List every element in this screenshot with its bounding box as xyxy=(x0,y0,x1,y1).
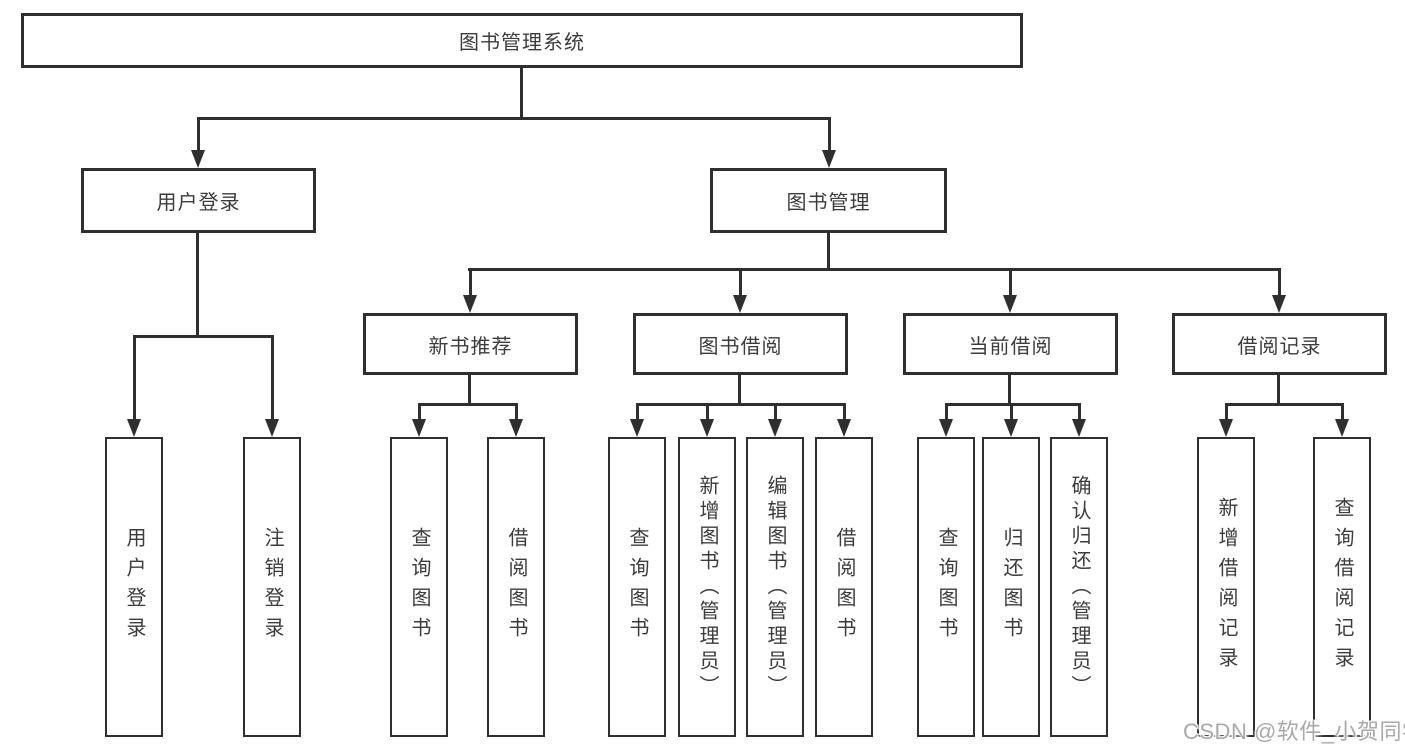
connector-line xyxy=(196,233,199,337)
connector-line xyxy=(636,403,846,406)
arrow-down-icon xyxy=(1219,419,1233,437)
arrow-down-icon xyxy=(822,150,836,168)
arrow-down-icon xyxy=(509,419,523,437)
arrow-down-icon xyxy=(1272,295,1286,313)
arrow-down-icon xyxy=(127,419,141,437)
arrow-down-icon xyxy=(630,419,644,437)
connector-line xyxy=(739,268,742,297)
connector-line xyxy=(843,403,846,421)
connector-line xyxy=(706,403,709,421)
connector-line xyxy=(418,403,518,406)
connector-line xyxy=(636,403,639,421)
node-borrowing-records-label: 借阅记录 xyxy=(1237,335,1322,358)
connector-line xyxy=(1341,403,1344,421)
leaf-query-books-borrowing: 查询图书 xyxy=(608,437,666,737)
arrow-down-icon xyxy=(837,419,851,437)
node-book-borrowing: 图书借阅 xyxy=(633,313,848,375)
node-book-borrowing-label: 图书借阅 xyxy=(698,335,783,358)
connector-line xyxy=(418,403,421,421)
leaf-logout: 注销登录 xyxy=(243,437,301,737)
arrow-down-icon xyxy=(265,419,279,437)
node-book-management: 图书管理 xyxy=(710,168,947,233)
connector-line xyxy=(468,375,471,405)
leaf-user-login: 用户登录 xyxy=(105,437,163,737)
leaf-return-books: 归还图书 xyxy=(982,437,1040,737)
leaf-query-borrow-record: 查询借阅记录 xyxy=(1313,437,1371,737)
node-user-login-label: 用户登录 xyxy=(156,192,241,214)
leaf-confirm-return-admin: 确认归还（管理员） xyxy=(1050,437,1108,737)
node-new-book-recommend: 新书推荐 xyxy=(363,313,578,375)
arrow-down-icon xyxy=(1003,295,1017,313)
connector-line xyxy=(271,335,274,421)
connector-line xyxy=(828,118,831,152)
node-user-login: 用户登录 xyxy=(81,168,316,233)
connector-line xyxy=(1225,403,1228,421)
leaf-add-book-admin: 新增图书（管理员） xyxy=(678,437,736,737)
connector-line xyxy=(197,118,200,152)
leaf-borrow-books-recommend: 借阅图书 xyxy=(487,437,545,737)
leaf-borrow-books-borrowing: 借阅图书 xyxy=(815,437,873,737)
leaf-query-books-current: 查询图书 xyxy=(917,437,975,737)
arrow-down-icon xyxy=(1004,419,1018,437)
node-book-management-label: 图书管理 xyxy=(786,192,871,214)
connector-line xyxy=(1277,375,1280,405)
arrow-down-icon xyxy=(463,295,477,313)
node-new-book-recommend-label: 新书推荐 xyxy=(428,335,513,358)
leaf-edit-book-admin: 编辑图书（管理员） xyxy=(746,437,804,737)
csdn-watermark: CSDN @软件_小贺同学 xyxy=(1183,719,1405,744)
arrow-down-icon xyxy=(768,419,782,437)
connector-line xyxy=(520,68,523,118)
node-root-label: 图书管理系统 xyxy=(459,32,585,54)
node-current-borrowing-label: 当前借阅 xyxy=(968,335,1053,358)
connector-line xyxy=(468,268,1281,271)
connector-line xyxy=(1010,403,1013,421)
connector-line xyxy=(197,117,831,120)
connector-line xyxy=(469,268,472,297)
connector-line xyxy=(1078,403,1081,421)
arrow-down-icon xyxy=(191,150,205,168)
leaf-add-borrow-record: 新增借阅记录 xyxy=(1197,437,1255,737)
connector-line xyxy=(1225,403,1344,406)
connector-line xyxy=(774,403,777,421)
connector-line xyxy=(827,233,830,270)
connector-line xyxy=(515,403,518,421)
arrow-down-icon xyxy=(1335,419,1349,437)
connector-line xyxy=(133,335,274,338)
arrow-down-icon xyxy=(412,419,426,437)
arrow-down-icon xyxy=(733,295,747,313)
node-root: 图书管理系统 xyxy=(21,13,1023,68)
connector-line xyxy=(945,403,948,421)
connector-line xyxy=(1008,375,1011,405)
arrow-down-icon xyxy=(700,419,714,437)
connector-line xyxy=(738,375,741,405)
arrow-down-icon xyxy=(939,419,953,437)
connector-line xyxy=(945,403,1081,406)
arrow-down-icon xyxy=(1072,419,1086,437)
connector-line xyxy=(133,335,136,421)
connector-line xyxy=(1009,268,1012,297)
connector-line xyxy=(1278,268,1281,297)
leaf-query-books-recommend: 查询图书 xyxy=(390,437,448,737)
node-borrowing-records: 借阅记录 xyxy=(1172,313,1387,375)
node-current-borrowing: 当前借阅 xyxy=(903,313,1118,375)
